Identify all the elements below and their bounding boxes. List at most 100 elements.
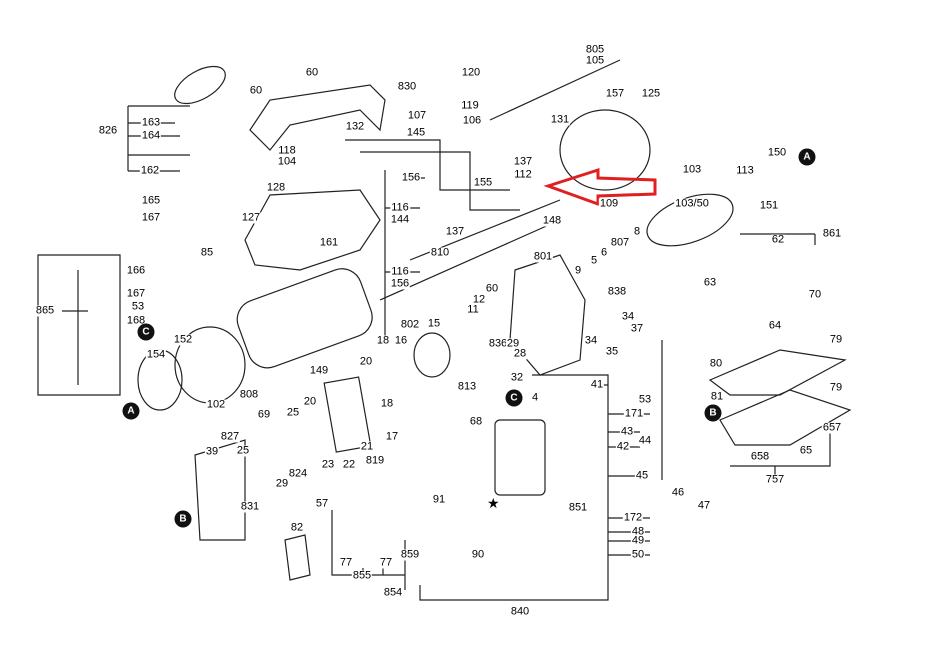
part-number-label: 167 (125, 287, 147, 300)
part-number-label: 46 (670, 486, 686, 499)
part-number-label: 836 (487, 337, 509, 350)
bracket-116 (384, 170, 425, 341)
part-number-label: 155 (472, 176, 494, 189)
base-plate-657 (719, 389, 852, 446)
part-number-label: 154 (145, 348, 167, 361)
part-number-label: 132 (344, 120, 366, 133)
part-number-label: 81 (709, 390, 725, 403)
part-number-label: 120 (460, 66, 482, 79)
part-number-label: 48 (630, 525, 646, 538)
part-number-label: 79 (828, 333, 844, 346)
plunger-housing (494, 419, 546, 496)
part-number-label: 855 (351, 569, 373, 582)
part-number-label: 131 (549, 113, 571, 126)
part-number-label: 70 (807, 288, 823, 301)
part-number-label: 151 (758, 199, 780, 212)
part-number-label: 167 (140, 211, 162, 224)
part-number-label: 41 (589, 378, 605, 391)
part-number-label: 60 (304, 66, 320, 79)
part-number-label: 69 (256, 408, 272, 421)
part-number-label: 163 (140, 116, 162, 129)
part-number-label: 68 (468, 415, 484, 428)
part-number-label: 43 (619, 425, 635, 438)
part-number-label: 85 (199, 246, 215, 259)
part-number-label: 144 (389, 213, 411, 226)
part-number-label: 37 (629, 322, 645, 335)
part-number-label: 64 (767, 319, 783, 332)
part-number-label: 39 (204, 445, 220, 458)
part-number-label: 826 (97, 124, 119, 137)
part-number-label: 125 (640, 87, 662, 100)
part-number-label: 152 (172, 333, 194, 346)
part-number-label: 807 (609, 236, 631, 249)
star-symbol: ★ (487, 496, 500, 512)
cord-lines (345, 139, 561, 301)
part-number-label: 20 (302, 395, 318, 408)
part-number-label: 840 (509, 605, 531, 618)
gear-15 (413, 332, 451, 378)
part-number-label: 12 (471, 293, 487, 306)
part-number-label: 165 (140, 194, 162, 207)
motor-housing (236, 268, 373, 369)
part-number-label: 116 (390, 265, 410, 278)
part-number-label: 830 (396, 80, 418, 93)
part-number-label: 162 (139, 164, 161, 177)
part-number-label: 128 (265, 181, 287, 194)
reference-marker-a: A (798, 148, 816, 166)
part-number-label: 79 (828, 381, 844, 394)
part-number-label: 77 (338, 556, 354, 569)
part-number-label: 819 (364, 454, 386, 467)
part-number-label: 757 (764, 473, 786, 486)
part-number-label: 810 (429, 246, 451, 259)
part-number-label: 109 (598, 197, 620, 210)
part-number-label: 854 (382, 586, 404, 599)
part-number-label: 60 (484, 282, 500, 295)
part-number-label: 164 (140, 129, 162, 142)
cord-805 (489, 59, 621, 121)
part-number-label: 49 (630, 534, 646, 547)
part-number-label: 50 (630, 548, 646, 561)
part-number-label: 119 (460, 99, 480, 112)
part-number-label: 4 (530, 391, 540, 404)
part-number-label: 45 (634, 469, 650, 482)
part-number-label: 18 (379, 397, 395, 410)
plate-22 (323, 376, 372, 453)
part-number-label: 658 (749, 450, 771, 463)
part-number-label: 801 (532, 250, 554, 263)
part-number-label: 157 (604, 87, 626, 100)
part-number-label: 859 (399, 548, 421, 561)
part-number-label: 23 (320, 458, 336, 471)
part-number-label: 813 (456, 380, 478, 393)
part-number-label: 42 (615, 440, 631, 453)
part-number-label: 34 (583, 334, 599, 347)
part-number-label: 9 (573, 264, 583, 277)
part-number-label: 156 (389, 277, 411, 290)
part-number-label: 91 (431, 493, 447, 506)
part-number-label: 47 (696, 499, 712, 512)
part-number-label: 106 (461, 114, 483, 127)
part-number-label: 168 (125, 314, 147, 327)
part-number-label: 20 (358, 355, 374, 368)
part-number-label: 808 (238, 388, 260, 401)
part-number-label: 805 (584, 43, 606, 56)
part-number-label: 657 (821, 421, 843, 434)
reference-marker-b: B (174, 510, 192, 528)
part-number-label: 18 (375, 334, 391, 347)
reference-marker-a: A (122, 402, 140, 420)
part-number-label: 103/50 (674, 197, 710, 210)
part-number-label: 104 (276, 155, 298, 168)
part-number-label: 861 (821, 227, 843, 240)
part-number-label: 107 (406, 109, 428, 122)
part-number-label: 53 (130, 300, 146, 313)
part-number-label: 150 (766, 146, 788, 159)
part-number-label: 11 (466, 303, 480, 316)
part-number-label: 171 (623, 407, 645, 420)
part-number-label: 63 (702, 276, 718, 289)
part-number-label: 82 (289, 521, 305, 534)
part-number-label: 32 (509, 371, 525, 384)
part-number-label: 148 (541, 214, 563, 227)
part-number-label: 28 (512, 347, 528, 360)
part-number-label: 118 (277, 144, 297, 157)
part-number-label: 17 (384, 430, 400, 443)
